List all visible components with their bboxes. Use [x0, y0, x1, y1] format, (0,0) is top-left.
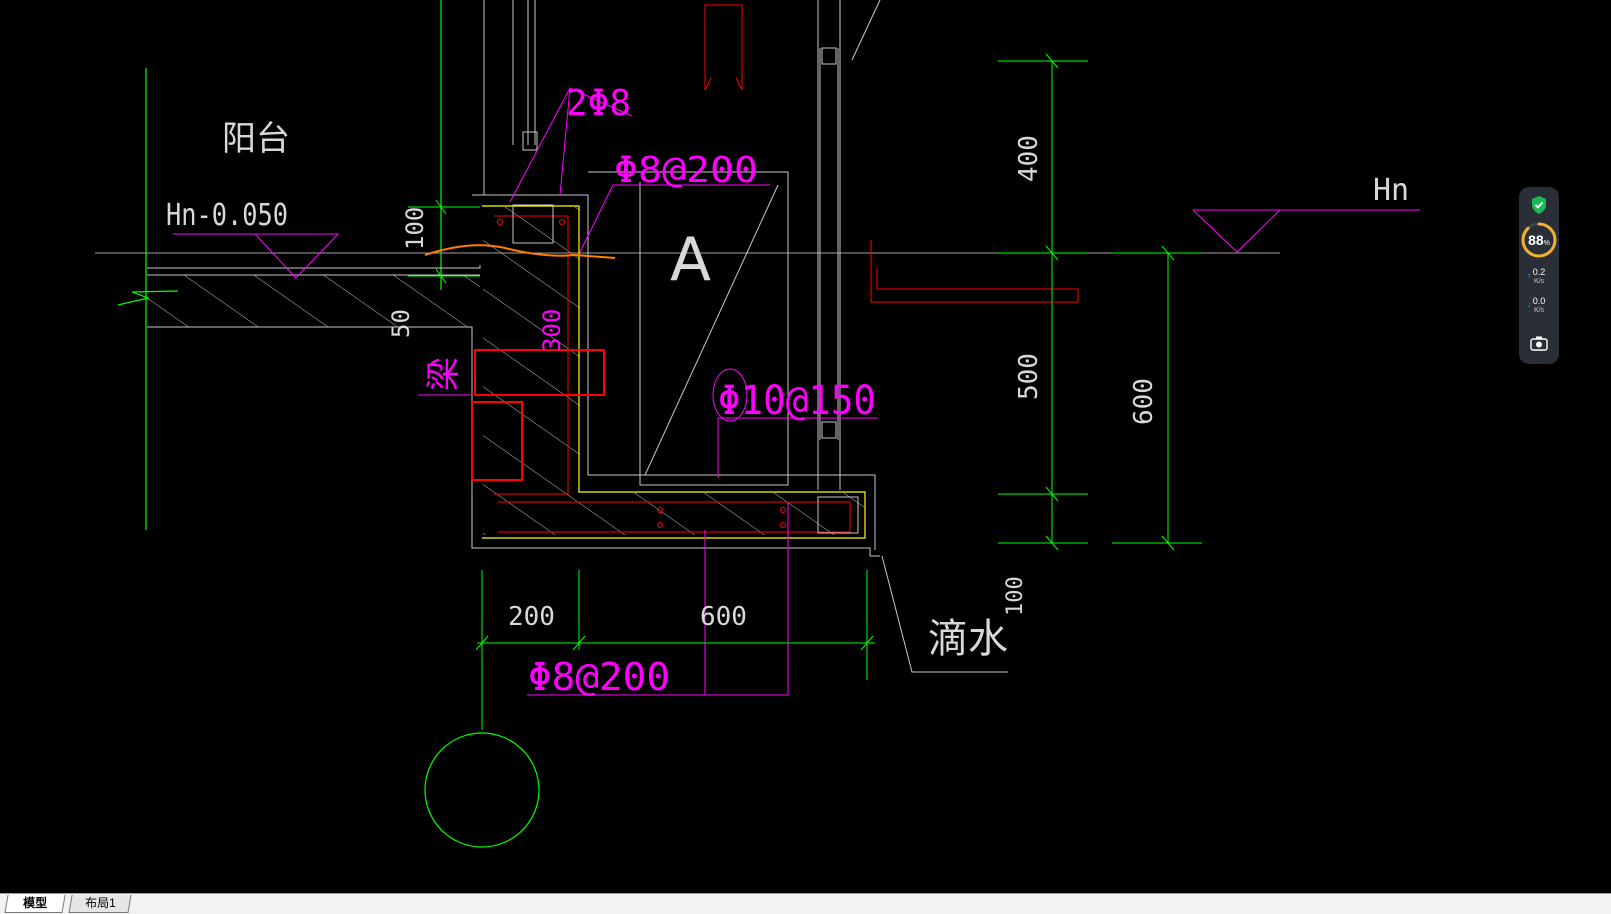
dim-300: 300	[538, 309, 566, 352]
dim-100-drip: 100	[1003, 576, 1028, 616]
shield-check-icon	[1532, 196, 1546, 214]
camera-icon[interactable]	[1530, 335, 1548, 351]
drip-label: 滴水	[928, 616, 1008, 662]
dim-100-left: 100	[401, 207, 429, 250]
section-a-label: A	[670, 225, 711, 295]
level-left-label: Hn-0.050	[166, 198, 288, 233]
cad-model-viewport[interactable]: 阳台 Hn-0.050 Hn 2Φ8 Φ8@200 Φ10@150 Φ8@200…	[0, 0, 1611, 893]
layout-tab-bar: 模型 布局1	[0, 893, 1611, 914]
upload-arrow-icon: ↑	[1527, 271, 1531, 280]
dim-600-right: 600	[1129, 378, 1159, 425]
balcony-label: 阳台	[222, 119, 290, 159]
dim-600-bottom: 600	[700, 602, 747, 632]
usage-percent: 88%	[1528, 232, 1550, 248]
rebar-bottom-label: Φ8@200	[528, 655, 670, 699]
dim-200-bottom: 200	[508, 602, 555, 632]
dim-400: 400	[1014, 135, 1044, 182]
dim-50: 50	[387, 309, 415, 338]
dim-500: 500	[1014, 353, 1044, 400]
tab-layout1[interactable]: 布局1	[68, 895, 132, 913]
tab-model[interactable]: 模型	[4, 895, 66, 913]
rebar-stirrup-label: Φ8@200	[614, 150, 758, 191]
level-right-label: Hn	[1373, 173, 1409, 208]
usage-ring	[1521, 222, 1557, 258]
beam-label: 梁	[424, 357, 464, 391]
rebar-top-label: 2Φ8	[566, 83, 631, 124]
download-arrow-icon: ↓	[1527, 300, 1531, 309]
rebar-side-label: Φ10@150	[718, 378, 876, 424]
cad-drawing: 阳台 Hn-0.050 Hn 2Φ8 Φ8@200 Φ10@150 Φ8@200…	[95, 0, 1420, 848]
